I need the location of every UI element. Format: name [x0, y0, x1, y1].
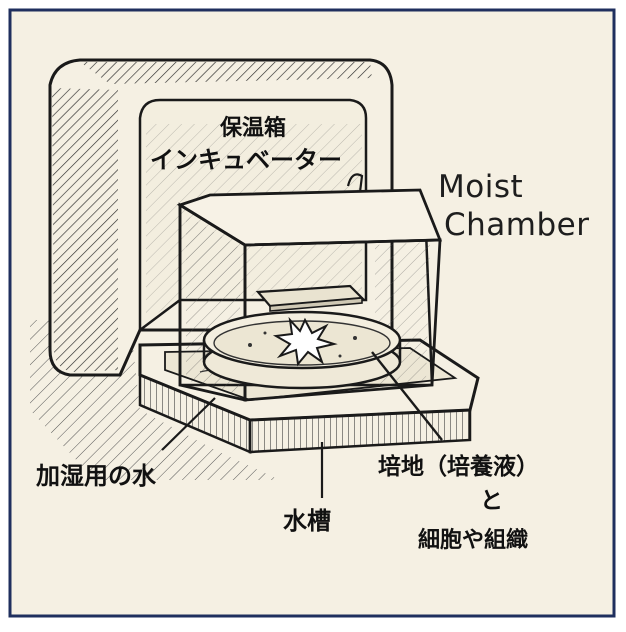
incubator-top-hatch: [80, 62, 372, 84]
incubator-side-hatch: [52, 88, 118, 372]
glass-cover-left: [178, 202, 247, 402]
medium-dot: [353, 336, 357, 340]
medium-dot: [263, 331, 267, 335]
medium-dot: [338, 354, 342, 358]
outer-border: [8, 8, 616, 618]
humidify-water-label: 加湿用の水: [36, 462, 156, 490]
chamber-label: Chamber: [444, 207, 590, 243]
incubator-label-line1: 保温箱: [220, 116, 287, 141]
incubator-label-line2: インキュベーター: [150, 146, 342, 174]
medium-label-line3: 細胞や組織: [418, 528, 529, 553]
water-tank-label: 水槽: [283, 507, 331, 535]
medium-dot: [248, 343, 252, 347]
medium-label-line1: 培地（培養液）: [378, 454, 539, 480]
dish-lid-edge: [269, 297, 363, 312]
water-tank-right: [248, 408, 472, 454]
moist-label: Moist: [438, 169, 524, 205]
leader-medium: [371, 351, 443, 441]
incubator-hook: [346, 173, 364, 193]
leader-humidify-water: [161, 397, 216, 451]
medium-label-line2: と: [480, 488, 503, 514]
cell-tissue: [272, 316, 338, 367]
